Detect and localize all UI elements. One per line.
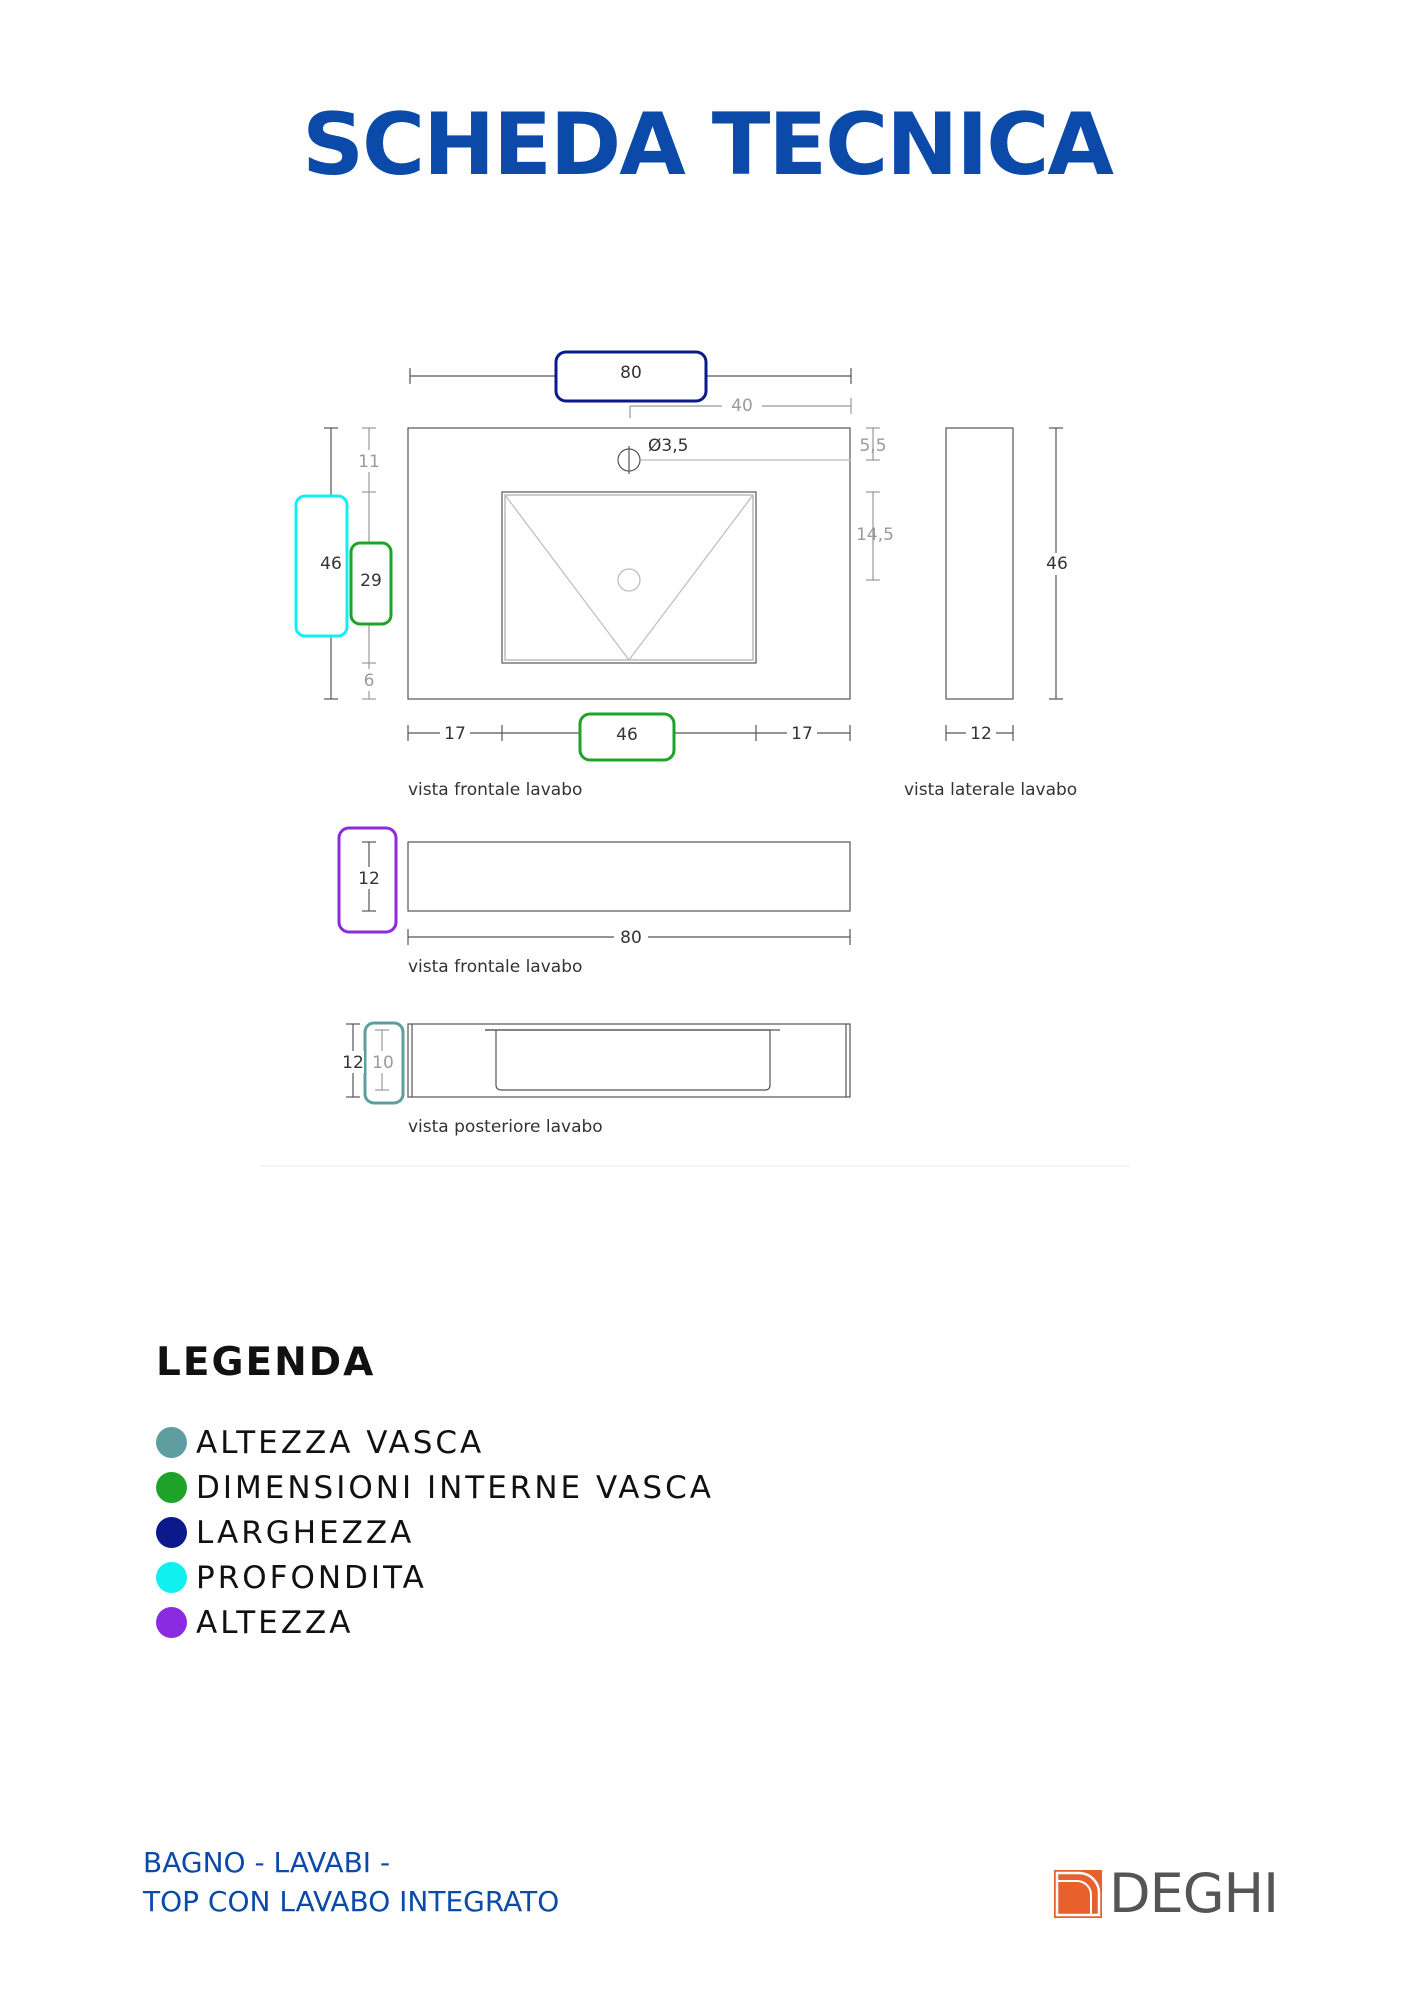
front-view-outline [407, 427, 851, 700]
legend-label: DIMENSIONI INTERNE VASCA [196, 1469, 714, 1506]
caption-front-view-2: vista frontale lavabo [408, 957, 582, 977]
rear-view-outline [407, 1023, 851, 1098]
dim-hole-offset: 40 [731, 396, 753, 416]
caption-rear-view: vista posteriore lavabo [408, 1117, 603, 1137]
height-highlight [337, 826, 398, 934]
legend-item: PROFONDITA [156, 1555, 714, 1600]
dim-left-margin: 17 [444, 724, 466, 744]
drain [617, 568, 641, 592]
legend-dot [156, 1427, 187, 1458]
width-highlight [554, 350, 708, 403]
page-title: SCHEDA TECNICA [302, 95, 1114, 195]
footer-line-1: BAGNO - LAVABI - [143, 1846, 391, 1879]
legend-item: ALTEZZA VASCA [156, 1420, 714, 1465]
footer-line-2: TOP CON LAVABO INTEGRATO [143, 1885, 560, 1918]
legend-label: ALTEZZA VASCA [196, 1424, 485, 1461]
dim-bottom-margin: 6 [364, 671, 375, 691]
dim-top-margin-right: 5,5 [859, 436, 886, 456]
legend-list: ALTEZZA VASCA DIMENSIONI INTERNE VASCA L… [156, 1420, 714, 1645]
dim-rear-basin-height: 10 [372, 1053, 394, 1073]
dim-inner-depth: 29 [360, 571, 382, 591]
legend-item: ALTEZZA [156, 1600, 714, 1645]
legend-item: LARGHEZZA [156, 1510, 714, 1555]
dim-hole-diameter: Ø3,5 [648, 436, 688, 456]
dim-depth: 46 [320, 554, 342, 574]
caption-side-view: vista laterale lavabo [904, 780, 1077, 800]
logo-mark-icon [1054, 1869, 1102, 1918]
dim-rear-height: 12 [342, 1053, 364, 1073]
legend-label: ALTEZZA [196, 1604, 354, 1641]
inner-width-highlight [578, 712, 676, 762]
dim-front2-width: 80 [620, 928, 642, 948]
depth-highlight [294, 494, 349, 638]
dim-inner-width: 46 [616, 725, 638, 745]
dim-basin-offset-right: 14,5 [856, 525, 894, 545]
front-view-2-outline [407, 841, 851, 912]
side-view-outline [945, 427, 1014, 700]
rear-basin-profile [485, 1029, 771, 1091]
legend-dot [156, 1562, 187, 1593]
dim-side-thickness: 12 [970, 724, 992, 744]
dim-right-margin: 17 [791, 724, 813, 744]
dim-front2-height: 12 [358, 869, 380, 889]
inner-depth-highlight [349, 541, 393, 626]
brand-logo: DEGHI [1053, 1862, 1279, 1925]
legend-label: LARGHEZZA [196, 1514, 415, 1551]
legend-label: PROFONDITA [196, 1559, 427, 1596]
dim-width: 80 [620, 363, 642, 383]
legend-title: LEGENDA [156, 1340, 376, 1385]
basin-height-highlight [363, 1021, 405, 1105]
dim-side-depth: 46 [1046, 554, 1068, 574]
logo-text: DEGHI [1109, 1862, 1279, 1925]
caption-front-view: vista frontale lavabo [408, 780, 582, 800]
legend-item: DIMENSIONI INTERNE VASCA [156, 1465, 714, 1510]
basin-outline [501, 491, 757, 664]
legend-dot [156, 1517, 187, 1548]
technical-drawing: 80 40 Ø3,5 5,5 14,5 11 46 29 6 17 46 17 … [260, 350, 1130, 1167]
dim-top-margin-left: 11 [358, 452, 380, 472]
legend-dot [156, 1472, 187, 1503]
footer-category: BAGNO - LAVABI - TOP CON LAVABO INTEGRAT… [143, 1843, 559, 1921]
legend-dot [156, 1607, 187, 1638]
